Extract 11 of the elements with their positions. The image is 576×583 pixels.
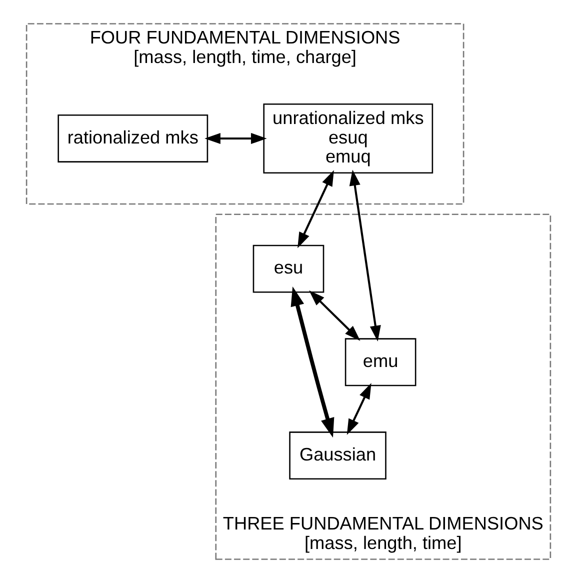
node-box: rationalized mks <box>57 114 208 162</box>
arrow <box>290 286 334 438</box>
arrow <box>308 290 360 341</box>
arrow <box>204 132 266 144</box>
arrow <box>348 170 380 342</box>
node-box: unrationalized mks esuq emuq <box>262 103 433 174</box>
arrow <box>297 170 334 248</box>
arrow <box>346 383 371 435</box>
node-box: Gaussian <box>288 432 386 480</box>
node-box: esu <box>252 244 324 293</box>
node-box: emu <box>344 338 416 386</box>
